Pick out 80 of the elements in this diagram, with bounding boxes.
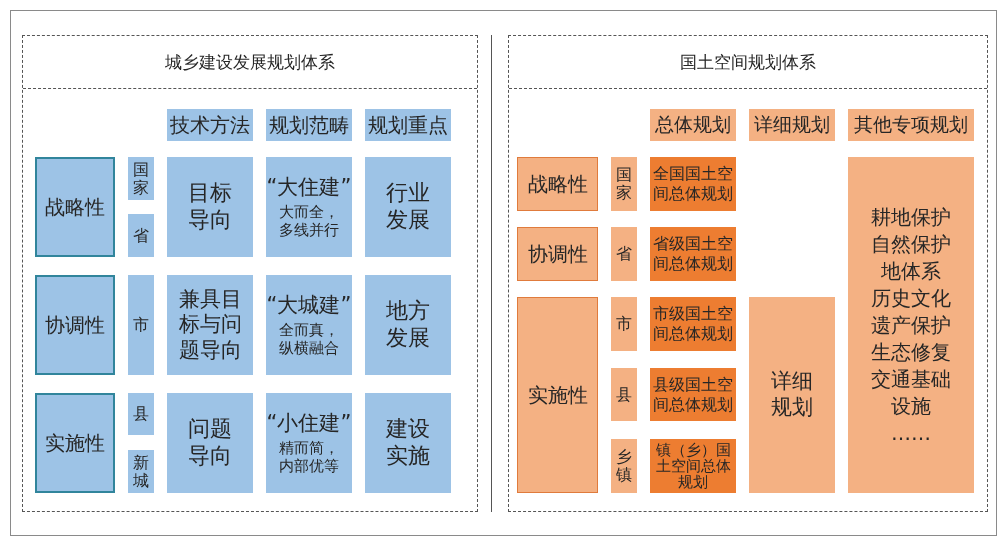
list-item: 交通基础设施 (870, 365, 952, 420)
header-label: 技术方法 (170, 112, 250, 138)
content-box (365, 393, 451, 493)
plan-box (650, 297, 736, 351)
content-box (266, 275, 352, 375)
plan-box (650, 227, 736, 281)
list-item: …… (890, 419, 932, 447)
header-label: 规划范畴 (269, 112, 349, 138)
plan-box (650, 157, 736, 211)
level-label: 新城 (132, 453, 150, 490)
content-text: 地方发展 (385, 298, 431, 352)
list-item: 历史文化遗产保护 (870, 284, 952, 339)
header-label: 详细规划 (754, 113, 830, 137)
content-text: 建设实施 (385, 416, 431, 470)
plan-text: 县级国土空间总体规划 (652, 375, 734, 414)
content-heading: “大住建” (266, 174, 352, 201)
header-label: 总体规划 (655, 113, 731, 137)
level-box (611, 368, 637, 421)
level-box (128, 393, 154, 435)
content-box (167, 393, 253, 493)
plan-text: 详细规划 (770, 369, 814, 421)
content-box (266, 393, 352, 493)
content-box (365, 157, 451, 257)
plan-box (650, 368, 736, 421)
system-panel (22, 35, 478, 512)
attribute-label: 战略性 (527, 171, 588, 197)
level-box (611, 439, 637, 493)
column-header (848, 109, 974, 141)
content-note: 全而真，纵横融合 (278, 320, 340, 358)
list-item: 自然保护地体系 (870, 230, 952, 285)
content-box (365, 275, 451, 375)
list-item: 生态修复 (870, 338, 952, 366)
attribute-label: 战略性 (45, 194, 105, 220)
detail-plan-box (749, 297, 835, 493)
plan-text: 镇（乡）国土空间总体规划 (655, 441, 731, 491)
content-text: 兼具目标与问题导向 (178, 286, 242, 364)
content-note: 精而简，内部优等 (278, 438, 340, 476)
special-plan-box (848, 157, 974, 493)
content-note: 大而全，多线并行 (278, 202, 340, 240)
attribute-label: 实施性 (527, 382, 588, 408)
level-label: 省 (615, 245, 633, 263)
level-box (611, 297, 637, 351)
content-text: 问题导向 (187, 416, 233, 470)
content-box (167, 157, 253, 257)
level-label: 国家 (132, 160, 150, 197)
content-heading: “小住建” (266, 410, 352, 437)
attribute-box (517, 157, 598, 211)
header-label: 其他专项规划 (854, 113, 968, 137)
level-box (611, 157, 637, 211)
content-text: 目标导向 (187, 180, 233, 234)
plan-text: 省级国土空间总体规划 (652, 234, 734, 274)
attribute-box (517, 227, 598, 281)
attribute-label: 协调性 (45, 312, 105, 338)
level-box (128, 275, 154, 375)
plan-text: 全国国土空间总体规划 (652, 164, 734, 204)
header-label: 规划重点 (368, 112, 448, 138)
content-text: 行业发展 (385, 180, 431, 234)
level-label: 国家 (615, 166, 633, 202)
attribute-box (35, 393, 115, 493)
level-label: 市 (615, 315, 633, 333)
system-panel (508, 35, 988, 512)
level-label: 乡镇 (615, 448, 633, 484)
attribute-box (35, 275, 115, 375)
level-label: 县 (615, 385, 633, 404)
attribute-box (35, 157, 115, 257)
content-heading: “大城建” (266, 292, 352, 319)
attribute-label: 实施性 (45, 430, 105, 456)
level-box (611, 227, 637, 281)
panel-title: 城乡建设发展规划体系 (165, 51, 335, 73)
level-label: 市 (132, 316, 150, 334)
level-label: 省 (132, 226, 150, 245)
level-box (128, 214, 154, 257)
content-box (167, 275, 253, 375)
plan-text: 市级国土空间总体规划 (652, 304, 734, 344)
level-label: 县 (132, 405, 150, 423)
content-box (266, 157, 352, 257)
attribute-box (517, 297, 598, 493)
attribute-label: 协调性 (527, 241, 588, 267)
panel-title: 国土空间规划体系 (680, 51, 816, 73)
list-item: 耕地保护 (870, 203, 952, 231)
